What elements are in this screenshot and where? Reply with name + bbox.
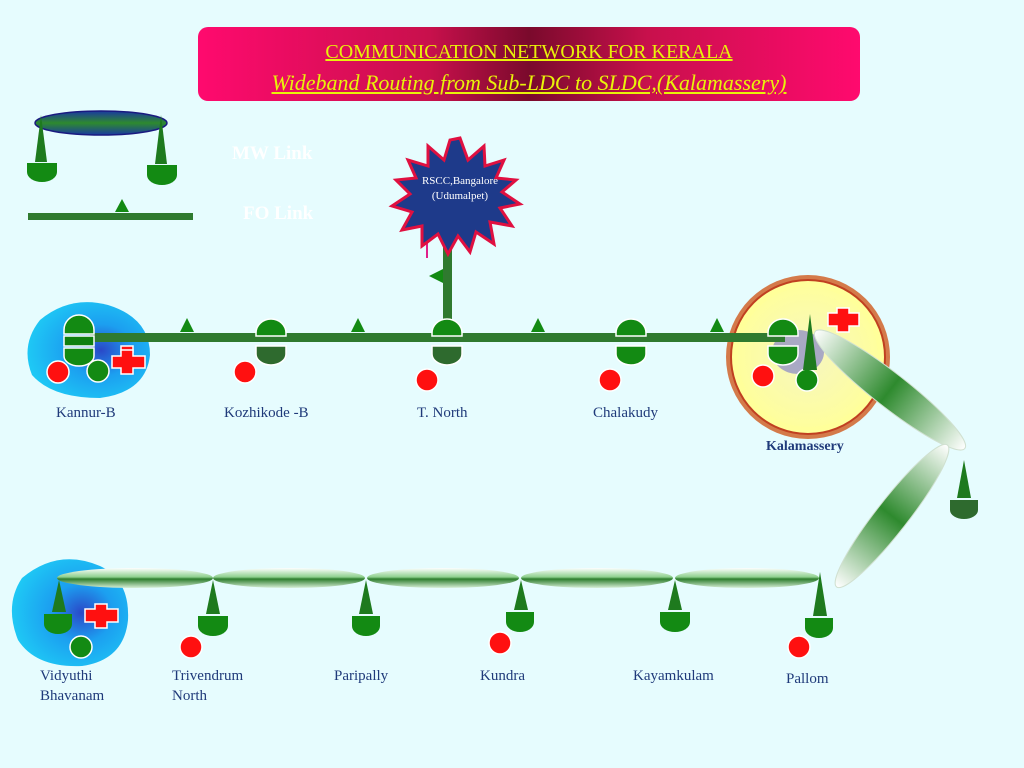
station-label-vidyuthi-line2: Bhavanam [40,688,105,704]
station-label-kozhikode: Kozhikode -B [224,405,309,421]
station-label-trivendrum-line2: North [172,688,207,704]
title: COMMUNICATION NETWORK FOR KERALA [325,41,733,63]
mw-towers [44,314,978,638]
station-label-kalamassery: Kalamassery [766,439,844,454]
rscc-starburst [388,136,524,258]
station-label-trivendrum-north: Trivendrum North [172,666,243,706]
station-label-vidyuthi-line1: Vidyuthi [40,668,93,684]
station-label-trivendrum-line1: Trivendrum [172,668,244,684]
station-label-paripally: Paripally [334,668,389,684]
station-label-pallom: Pallom [786,671,829,687]
kannur-terminal [63,347,95,367]
rscc-label-line2: (Udumalpet) [431,190,489,202]
subtitle: Wideband Routing from Sub-LDC to SLDC,(K… [271,70,787,95]
rscc-label-line1: RSCC,Bangalore [421,175,499,187]
legend-mw-label: MW Link [232,143,313,164]
green-dots [69,359,819,659]
title-banner: COMMUNICATION NETWORK FOR KERALA Wideban… [198,27,860,101]
station-label-kundra: Kundra [480,668,525,684]
mw-links-bottom [57,568,819,588]
red-cross-icons [84,307,860,629]
legend-fo-label: FO Link [243,203,314,224]
red-dots-top [46,360,775,392]
station-label-kannur: Kannur-B [56,405,116,421]
fo-link-main [90,333,785,342]
station-label-t-north: T. North [417,405,468,421]
fo-link-rscc [443,215,452,337]
fo-repeaters [180,269,724,332]
rscc-label: RSCC,Bangalore (Udumalpet) [406,174,514,204]
station-label-kayamkulam: Kayamkulam [633,668,714,684]
station-label-vidyuthi-bhavanam: Vidyuthi Bhavanam [40,666,104,706]
legend-fo-link [28,199,193,220]
legend-mw-link [27,110,177,185]
mw-link-east-pallom [834,443,950,589]
mw-link-kalamassery-east [813,329,967,451]
fo-terminals-top [63,314,799,366]
station-label-chalakudy: Chalakudy [593,405,658,421]
red-dots-bottom [179,631,811,659]
